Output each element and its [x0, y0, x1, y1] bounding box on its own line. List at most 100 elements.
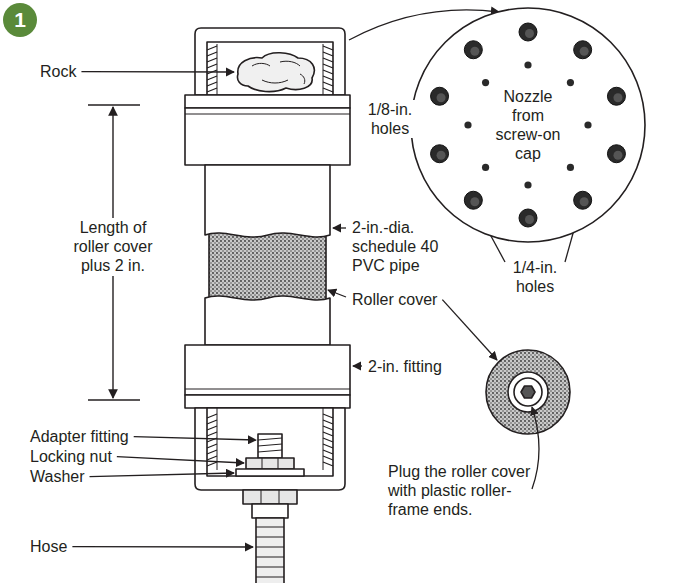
small-hole	[524, 181, 531, 188]
nozzle-detail: Nozzle from screw-on cap	[410, 7, 646, 243]
leader-line	[333, 227, 346, 228]
nozzle-outline	[411, 8, 645, 242]
large-hole	[470, 47, 479, 56]
outer-nut	[261, 490, 279, 504]
part-label: Rock	[40, 62, 76, 81]
small-hole	[464, 121, 471, 128]
upper-fitting	[185, 108, 350, 165]
upper-fitting	[185, 95, 350, 108]
leader-line	[353, 365, 362, 366]
large-hole	[525, 215, 534, 224]
large-hole	[574, 41, 592, 59]
large-hole	[607, 87, 625, 105]
leader-line	[442, 300, 497, 360]
large-hole	[519, 209, 537, 227]
adapter-fitting	[258, 434, 282, 458]
large-hole	[464, 191, 482, 209]
roller-cover	[208, 226, 210, 306]
adapter-fitting	[258, 434, 282, 458]
part-label: Washer	[30, 467, 85, 486]
bottom-cap	[207, 408, 333, 476]
large-hole	[580, 47, 589, 56]
large-hole	[525, 29, 534, 38]
lower-fitting	[185, 389, 350, 390]
locking-nut	[246, 458, 294, 469]
small-hole	[524, 61, 531, 68]
part-label: 2-in. fitting	[368, 357, 442, 376]
lower-fitting	[185, 345, 350, 395]
roller-cover	[209, 226, 326, 306]
callout-number: 1	[14, 7, 26, 32]
part-label: Adapter fitting	[30, 427, 129, 446]
hose	[256, 518, 284, 583]
pvc-pipe	[205, 296, 330, 345]
bottom-cap	[195, 408, 345, 490]
pvc-pipe	[205, 165, 330, 237]
rock	[237, 53, 314, 92]
roller-end-view	[508, 372, 548, 412]
small-hole	[482, 79, 489, 86]
screw-on-cap	[207, 42, 333, 95]
large-hole	[470, 197, 479, 206]
hose	[256, 527, 284, 577]
large-hole	[437, 151, 446, 160]
upper-fitting	[185, 114, 350, 115]
dimension-line	[88, 104, 140, 105]
callout-number: 1	[3, 3, 37, 37]
small-hole	[567, 164, 574, 171]
screw-on-cap	[195, 28, 345, 95]
part-label: Hose	[30, 537, 67, 556]
bottom-cap	[195, 408, 345, 490]
lower-fitting	[185, 345, 350, 408]
roller-end-view	[486, 350, 570, 434]
screw-on-cap	[195, 28, 345, 95]
note-text: Plug the roller cover with plastic rolle…	[388, 462, 538, 520]
outer-nut	[243, 490, 297, 504]
small-hole	[584, 121, 591, 128]
leader-line	[328, 290, 346, 297]
washer	[236, 469, 304, 476]
leader-line	[72, 546, 253, 548]
bottom-cap	[323, 408, 324, 470]
bottom-cap	[207, 414, 217, 466]
nozzle-outline	[410, 7, 646, 243]
large-hole	[613, 93, 622, 102]
leader-line	[134, 437, 256, 440]
lower-fitting	[185, 395, 350, 408]
roller-end-view	[486, 350, 570, 434]
screw-on-cap	[217, 44, 218, 95]
roller-cover	[325, 226, 327, 306]
roller-end-view	[521, 386, 535, 398]
part-label: Locking nut	[30, 447, 112, 466]
large-hole	[431, 87, 449, 105]
pvc-pipe	[205, 165, 330, 345]
part-label: 2-in.-dia. schedule 40 PVC pipe	[352, 218, 467, 276]
large-hole	[519, 23, 537, 41]
part-label: Roller cover	[352, 290, 437, 309]
upper-fitting	[185, 95, 350, 165]
screw-on-cap	[323, 46, 333, 92]
adapter-fitting	[258, 438, 282, 452]
locking-nut	[246, 458, 294, 469]
outer-nut	[243, 490, 297, 518]
outer-nut	[252, 504, 288, 518]
roller-end-view	[514, 378, 542, 406]
leader-line	[90, 473, 234, 477]
large-hole	[574, 191, 592, 209]
sprayer-illustration	[185, 28, 570, 583]
bottom-cap	[323, 414, 333, 466]
badge-circle	[3, 3, 37, 37]
rock	[237, 53, 314, 92]
locking-nut	[262, 458, 278, 469]
large-hole	[464, 41, 482, 59]
dimension-label: 1/8-in. holes	[360, 100, 420, 138]
hose	[256, 518, 284, 583]
leader-line	[81, 71, 234, 73]
screw-on-cap	[323, 44, 324, 95]
detail-caption: Nozzle from screw-on cap	[488, 87, 568, 164]
screw-on-cap	[207, 46, 217, 92]
dimension-label: Length of roller cover plus 2 in.	[63, 218, 163, 276]
small-hole	[567, 79, 574, 86]
large-hole	[431, 145, 449, 163]
